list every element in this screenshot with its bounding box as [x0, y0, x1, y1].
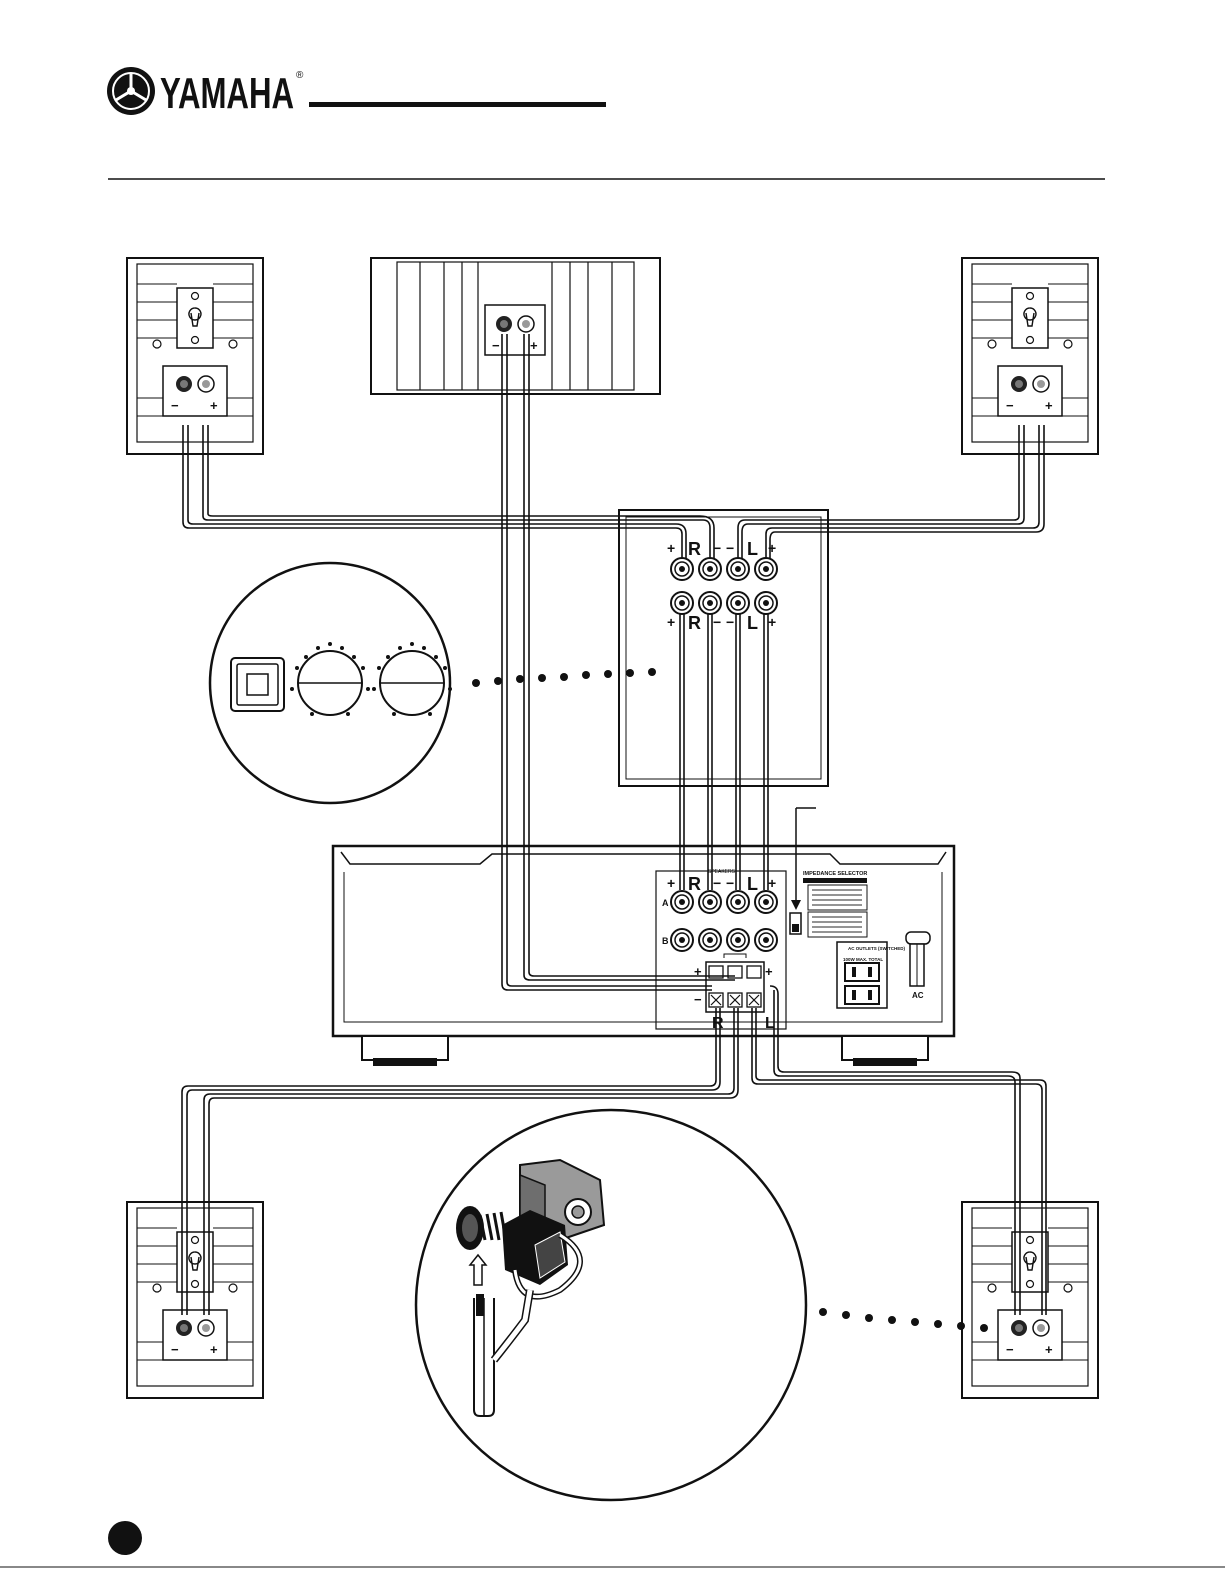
surround-right-minus-label: − — [171, 1342, 179, 1357]
rx-plus-l: + — [768, 875, 776, 891]
center-surround-screw-terminals — [706, 954, 764, 1012]
amp-bottom-plus-l: + — [768, 614, 776, 630]
speakers-b-label: B — [662, 936, 669, 946]
front-left-speaker: − + — [962, 258, 1098, 454]
brand-wordmark: YAMAHA — [160, 69, 294, 118]
amp-top-r-label: R — [688, 539, 701, 559]
page-number-badge — [108, 1521, 142, 1555]
screw-terminal-plus-right: + — [765, 964, 773, 979]
surround-left-minus-label: − — [1006, 1342, 1014, 1357]
screw-terminal-minus: − — [694, 992, 702, 1007]
av-receiver-rear-panel: SPEAKERS A B + R − − L + IMPEDANCE SELEC… — [333, 808, 954, 1066]
amp-front-panel-callout — [210, 563, 452, 803]
ac-outlets-title: AC OUTLETS (SWITCHED) — [848, 946, 905, 951]
amp-bottom-minus-l: − — [726, 614, 734, 630]
tuning-fork-emblem-icon — [107, 67, 155, 115]
front-right-speaker: − + — [127, 258, 263, 454]
center-speaker: − + — [371, 258, 660, 394]
ac-label: AC — [912, 991, 924, 1000]
surround-right-speaker: − + — [127, 1202, 263, 1398]
front-right-minus-label: − — [171, 398, 179, 413]
amp-bottom-r-label: R — [688, 613, 701, 633]
surround-r-label: R — [712, 1015, 724, 1032]
rx-l-label: L — [747, 874, 758, 894]
amp-top-l-label: L — [747, 539, 758, 559]
rx-plus-r: + — [667, 875, 675, 891]
rx-r-label: R — [688, 874, 701, 894]
surround-left-speaker: − + — [962, 1202, 1098, 1398]
rx-minus-l: − — [726, 875, 734, 891]
surround-left-plus-label: + — [1045, 1342, 1053, 1357]
center-speaker-plus-label: + — [530, 338, 538, 353]
front-left-plus-label: + — [1045, 398, 1053, 413]
registered-mark: ® — [296, 70, 304, 81]
amp-top-minus-l: − — [726, 540, 734, 556]
external-amplifier: + R − − L + + R − − L + — [619, 510, 828, 786]
front-left-minus-label: − — [1006, 398, 1014, 413]
speakers-a-label: A — [662, 898, 669, 908]
header-title-bar — [309, 102, 606, 107]
center-speaker-minus-label: − — [492, 338, 500, 353]
rx-minus-r: − — [713, 875, 721, 891]
impedance-selector-label: IMPEDANCE SELECTOR — [803, 871, 867, 877]
amp-bottom-l-label: L — [747, 613, 758, 633]
power-switch-icon — [231, 658, 284, 711]
yamaha-logo: YAMAHA ® — [107, 67, 304, 118]
wire-connection-detail-callout — [416, 1110, 806, 1500]
surround-right-plus-label: + — [210, 1342, 218, 1357]
amp-bottom-minus-r: − — [713, 614, 721, 630]
front-right-plus-label: + — [210, 398, 218, 413]
amp-bottom-plus-r: + — [667, 614, 675, 630]
amp-top-plus-r: + — [667, 540, 675, 556]
ac-outlets-rating: 100W MAX. TOTAL — [843, 957, 883, 962]
